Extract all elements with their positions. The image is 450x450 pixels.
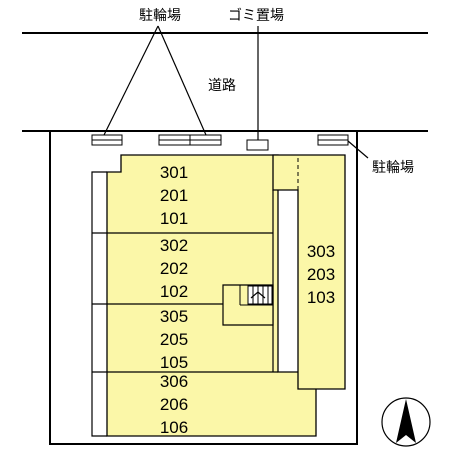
unit-group-a: 301 201 101 bbox=[160, 163, 188, 228]
building-main bbox=[106, 154, 317, 437]
bike-rack-2 bbox=[158, 134, 222, 146]
bike-rack-3 bbox=[317, 134, 349, 146]
leader-line-right bbox=[157, 25, 207, 136]
unit-302: 302 bbox=[160, 236, 188, 255]
leader-line-bike-right bbox=[347, 140, 369, 159]
unit-205: 205 bbox=[160, 330, 188, 349]
bike-parking-label-top: 駐輪場 bbox=[139, 7, 181, 24]
unit-group-b: 302 202 102 bbox=[160, 236, 188, 301]
leader-line-left bbox=[103, 25, 159, 136]
bike-rack-1 bbox=[91, 134, 123, 146]
unit-103: 103 bbox=[307, 288, 335, 307]
unit-305: 305 bbox=[160, 307, 188, 326]
unit-group-e: 303 203 103 bbox=[307, 242, 335, 307]
unit-203: 203 bbox=[307, 265, 335, 284]
garbage-label: ゴミ置場 bbox=[228, 7, 284, 24]
north-arrow-icon bbox=[381, 397, 431, 447]
unit-group-c: 305 205 105 bbox=[160, 307, 188, 372]
site-boundary bbox=[49, 131, 358, 445]
unit-301: 301 bbox=[160, 163, 188, 182]
unit-106: 106 bbox=[160, 418, 188, 437]
unit-202: 202 bbox=[160, 259, 188, 278]
unit-206: 206 bbox=[160, 395, 188, 414]
road-label: 道路 bbox=[208, 78, 236, 94]
unit-105: 105 bbox=[160, 353, 188, 372]
staircase bbox=[247, 285, 273, 305]
unit-306: 306 bbox=[160, 372, 188, 391]
unit-101: 101 bbox=[160, 209, 188, 228]
unit-201: 201 bbox=[160, 186, 188, 205]
unit-group-d: 306 206 106 bbox=[160, 372, 188, 437]
unit-102: 102 bbox=[160, 282, 188, 301]
unit-303: 303 bbox=[307, 242, 335, 261]
bike-parking-label-right: 駐輪場 bbox=[372, 159, 414, 176]
garbage-box bbox=[246, 139, 269, 151]
